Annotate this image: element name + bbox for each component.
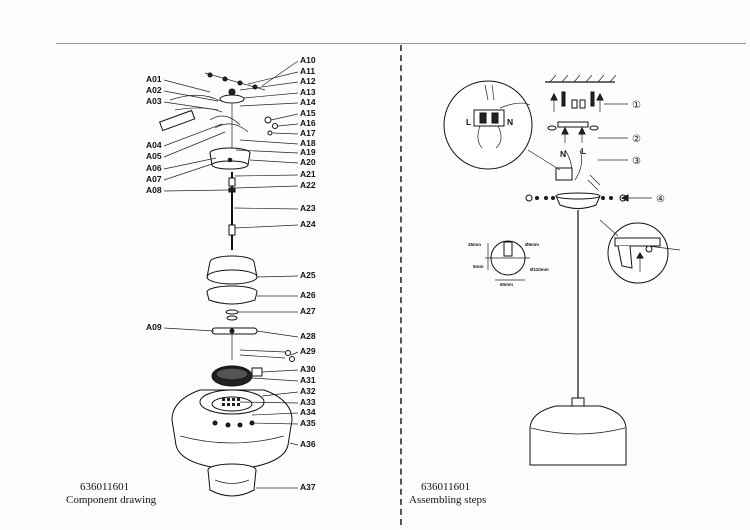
dim-60mm: 60mm (500, 282, 513, 287)
part-label-a36: A36 (300, 439, 316, 449)
step1-screws (550, 91, 628, 112)
right-product-code: 636011601 (421, 481, 471, 493)
part-label-a20: A20 (300, 157, 316, 167)
step2-bracket (547, 121, 628, 143)
top-border-line (56, 43, 746, 44)
part-label-a15: A15 (300, 108, 316, 118)
part-label-a11: A11 (300, 66, 315, 76)
right-panel-title: Assembling steps (409, 494, 487, 506)
part-label-a02: A02 (146, 85, 162, 95)
part-label-a05: A05 (146, 151, 162, 161)
part-label-a18: A18 (300, 138, 316, 148)
part-label-a26: A26 (300, 290, 316, 300)
step-marker-4: ④ (656, 194, 665, 205)
pendant-lamp (529, 397, 627, 466)
part-label-a17: A17 (300, 128, 316, 138)
wire-label-l-detail: L (466, 117, 471, 127)
wire-label-l: L (581, 146, 586, 156)
leader-lines-right (233, 60, 299, 489)
led-driver-board (211, 365, 263, 387)
part-label-a08: A08 (146, 185, 162, 195)
dim-26mm: 26mm (468, 242, 481, 247)
dim-6mm-dia: Ø6mm (525, 242, 539, 247)
component-drawing: A01 A02 A03 A04 A05 A06 A07 A08 A09 A10 … (146, 55, 316, 497)
part-label-a37: A37 (300, 482, 316, 492)
left-panel-title: Component drawing (66, 494, 157, 506)
part-label-a04: A04 (146, 140, 162, 150)
part-label-a21: A21 (300, 169, 316, 179)
part-label-a30: A30 (300, 364, 316, 374)
part-label-a03: A03 (146, 96, 162, 106)
step4-canopy (525, 192, 652, 209)
mounting-bracket (211, 309, 295, 362)
part-label-a06: A06 (146, 163, 162, 173)
dim-5mm: 5mm (473, 264, 484, 269)
part-label-a22: A22 (300, 180, 316, 190)
assembling-steps: L N N L ① ② ③ ④ 26mm Ø6mm 5mm Ø110mm 60m… (443, 74, 681, 466)
part-labels-right: A10 A11 A12 A13 A14 A15 A16 A17 A18 A19 … (300, 55, 316, 492)
upper-housing (206, 255, 258, 305)
part-label-a33: A33 (300, 397, 316, 407)
part-label-a12: A12 (300, 76, 316, 86)
canopy (209, 147, 251, 170)
step-marker-2: ② (632, 134, 641, 145)
canopy-screw-detail (599, 219, 681, 284)
dimension-detail (485, 240, 530, 281)
step-marker-1: ① (632, 100, 641, 111)
part-label-a24: A24 (300, 219, 316, 229)
part-labels-left: A01 A02 A03 A04 A05 A06 A07 A08 A09 (146, 74, 162, 332)
part-label-a23: A23 (300, 203, 316, 213)
part-label-a31: A31 (300, 375, 316, 385)
ceiling-hook-assembly (159, 72, 278, 150)
part-label-a25: A25 (300, 270, 316, 280)
part-label-a01: A01 (146, 74, 162, 84)
part-label-a27: A27 (300, 306, 316, 316)
ceiling (545, 74, 617, 83)
part-label-a13: A13 (300, 87, 316, 97)
left-product-code: 636011601 (80, 481, 130, 493)
part-label-a10: A10 (300, 55, 316, 65)
part-label-a19: A19 (300, 147, 316, 157)
part-label-a09: A09 (146, 322, 162, 332)
terminal-block-detail (443, 80, 561, 171)
page-fold-divider (400, 45, 402, 525)
part-label-a34: A34 (300, 407, 316, 417)
wire-label-n-detail: N (507, 117, 513, 127)
bottom-diffuser (207, 463, 257, 497)
part-label-a07: A07 (146, 174, 162, 184)
wire-label-n: N (560, 149, 566, 159)
suspension-rod (228, 172, 236, 250)
leader-lines-left (163, 79, 230, 332)
part-label-a35: A35 (300, 418, 316, 428)
dim-110mm-dia: Ø110mm (530, 267, 549, 272)
part-label-a16: A16 (300, 118, 316, 128)
part-label-a32: A32 (300, 386, 316, 396)
glass-shade (171, 389, 293, 471)
part-label-a28: A28 (300, 331, 316, 341)
step-marker-3: ③ (632, 156, 641, 167)
step3-wiring (555, 149, 628, 191)
part-label-a14: A14 (300, 97, 316, 107)
part-label-a29: A29 (300, 346, 316, 356)
